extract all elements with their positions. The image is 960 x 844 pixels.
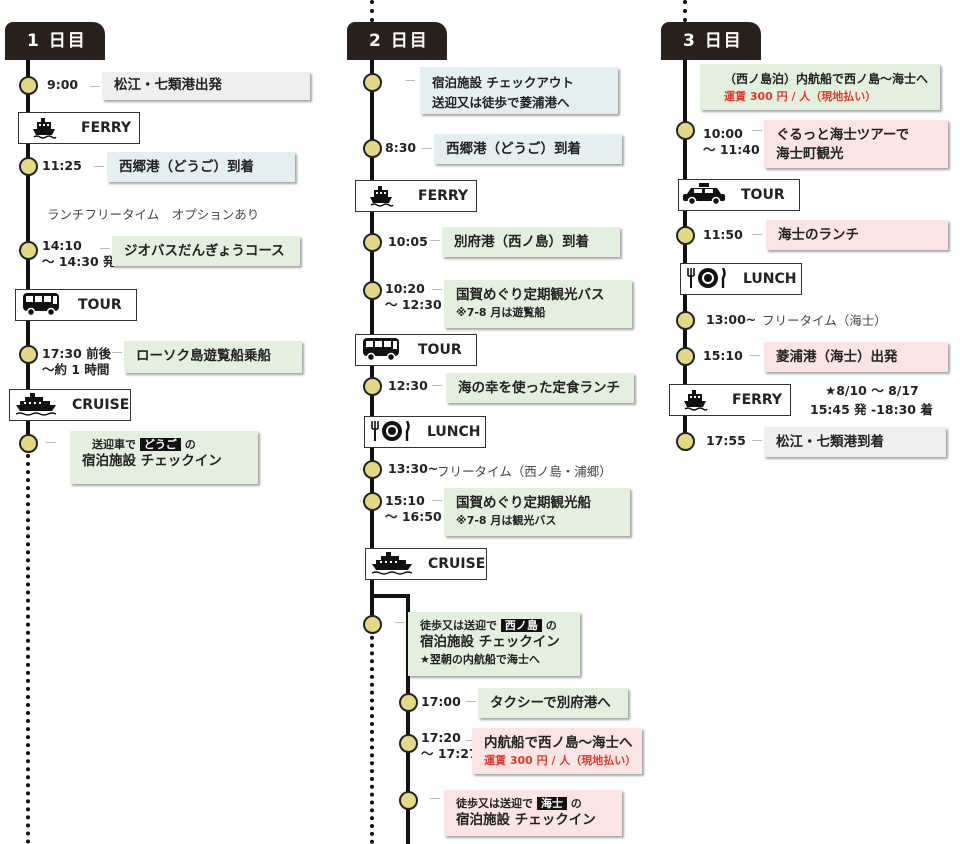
schedule-item: 菱浦港（海士）出発 (764, 342, 948, 372)
timeline-node (399, 734, 418, 753)
time-label: 17:55 (706, 433, 746, 448)
time-label: 17:30 前後～約 1 時間 (42, 346, 112, 377)
tour-badge: TOUR (15, 289, 137, 321)
schedule-item: 宿泊施設 チェックアウト送迎又は徒歩で菱浦港へ (420, 67, 618, 114)
day2-branch-end (406, 816, 410, 844)
ferry-badge: FERRY (355, 180, 477, 212)
time-label: 10:00～ 11:40 (703, 126, 760, 157)
time-label: 13:30~ (388, 461, 439, 476)
day2-branch (370, 594, 410, 598)
day2-tab: 2 日目 (347, 22, 447, 60)
timeline-node (399, 693, 418, 712)
day3-top-dotted (683, 0, 687, 22)
ferry-icon (19, 117, 71, 139)
timeline-node (363, 139, 382, 158)
seasonal-note: ★8/10 ～ 8/17 (825, 383, 919, 398)
timeline-node (363, 233, 382, 252)
bus-icon (16, 293, 68, 317)
lunch-badge: LUNCH (364, 416, 486, 448)
time-label: 8:30 (385, 140, 417, 155)
seasonal-note: 15:45 発 -18:30 着 (810, 402, 933, 417)
day1-timeline-dotted (26, 446, 30, 844)
schedule-item: 徒歩又は送迎で 西ノ島 の 宿泊施設 チェックイン ★翌朝の内航船で海士へ (408, 612, 580, 676)
timeline-node (676, 347, 695, 366)
timeline-node (19, 434, 38, 453)
schedule-item: 徒歩又は送迎で 海士 の 宿泊施設 チェックイン (444, 790, 622, 836)
schedule-item: 国賀めぐり定期観光船※7-8 月は観光バス (444, 488, 630, 536)
schedule-item: 別府港（西ノ島）到着 (442, 227, 620, 257)
cruise-ship-icon (366, 552, 418, 576)
day3-tab: 3 日目 (661, 22, 761, 60)
timeline-node (676, 432, 695, 451)
timeline-node (363, 615, 382, 634)
timeline-node (363, 377, 382, 396)
schedule-item: ジオバスだんぎょうコース (112, 236, 300, 266)
day2-timeline-dotted (370, 620, 374, 844)
day3-timeline (683, 60, 687, 442)
schedule-item: 西郷港（どうご）到着 (107, 152, 295, 182)
time-label: 11:50 (703, 227, 743, 242)
schedule-item: 送迎車で どうご の 宿泊施設 チェックイン (70, 431, 258, 484)
timeline-node (19, 76, 38, 95)
schedule-item: 西郷港（どうご）到着 (434, 134, 622, 164)
timeline-node (363, 460, 382, 479)
time-label: 17:20～ 17:27 (421, 730, 478, 761)
schedule-item: 内航船で西ノ島～海士へ運賃 300 円 / 人（現地払い） (472, 728, 642, 774)
timeline-node (19, 345, 38, 364)
timeline-node (19, 157, 38, 176)
time-label: 12:30 (388, 378, 428, 393)
cruise-badge: CRUISE (365, 548, 487, 580)
taxi-icon (679, 183, 731, 207)
schedule-item: ぐるっと海士ツアーで海士町観光 (764, 120, 948, 168)
time-label: 14:10～ 14:30 発 (42, 238, 116, 269)
timeline-node (363, 492, 382, 511)
schedule-item: 海士のランチ (766, 220, 948, 250)
time-label: 9:00 (47, 77, 79, 92)
time-label: 15:10～ 16:50 (385, 493, 442, 524)
schedule-item: 松江・七類港出発 (102, 72, 310, 100)
time-label: 11:25 (42, 158, 82, 173)
day2-top-dotted (370, 0, 374, 22)
schedule-item: タクシーで別府港へ (478, 688, 628, 718)
schedule-item: （西ノ島泊）内航船で西ノ島～海士へ運賃 300 円 / 人（現地払い） (700, 64, 940, 110)
plate-cutlery-icon (365, 421, 417, 443)
time-label: 10:05 (388, 234, 428, 249)
ferry-icon (670, 389, 722, 411)
tour-badge: TOUR (678, 179, 800, 211)
lunch-badge: LUNCH (680, 263, 802, 295)
time-label: 17:00 (421, 694, 461, 709)
schedule-item: 国賀めぐり定期観光バス※7-8 月は遊覧船 (444, 280, 632, 328)
bus-icon (356, 338, 408, 362)
time-label: 15:10 (703, 348, 743, 363)
tour-badge: TOUR (355, 334, 477, 366)
timeline-node (363, 281, 382, 300)
cruise-badge: CRUISE (9, 389, 131, 421)
ferry-badge: FERRY (669, 384, 791, 416)
timeline-node (676, 226, 695, 245)
schedule-item: ローソク島遊覧船乗船 (124, 341, 302, 373)
time-label: 10:20～ 12:30 (385, 281, 442, 312)
free-time-note: フリータイム（海士） (762, 313, 887, 328)
timeline-node (363, 73, 382, 92)
ferry-icon (356, 185, 408, 207)
timeline-node (676, 121, 695, 140)
free-time-note: ランチフリータイム オプションあり (47, 207, 260, 222)
day1-tab: 1 日目 (5, 22, 105, 60)
free-time-note: フリータイム（西ノ島・浦郷） (437, 464, 612, 479)
timeline-node (399, 791, 418, 810)
timeline-node (676, 311, 695, 330)
schedule-item: 松江・七類港到着 (764, 427, 946, 457)
plate-cutlery-icon (681, 268, 733, 290)
schedule-item: 海の幸を使った定食ランチ (446, 373, 634, 403)
cruise-ship-icon (10, 393, 62, 417)
timeline-node (19, 241, 38, 260)
time-label: 13:00~ (706, 312, 757, 327)
ferry-badge: FERRY (18, 112, 140, 144)
